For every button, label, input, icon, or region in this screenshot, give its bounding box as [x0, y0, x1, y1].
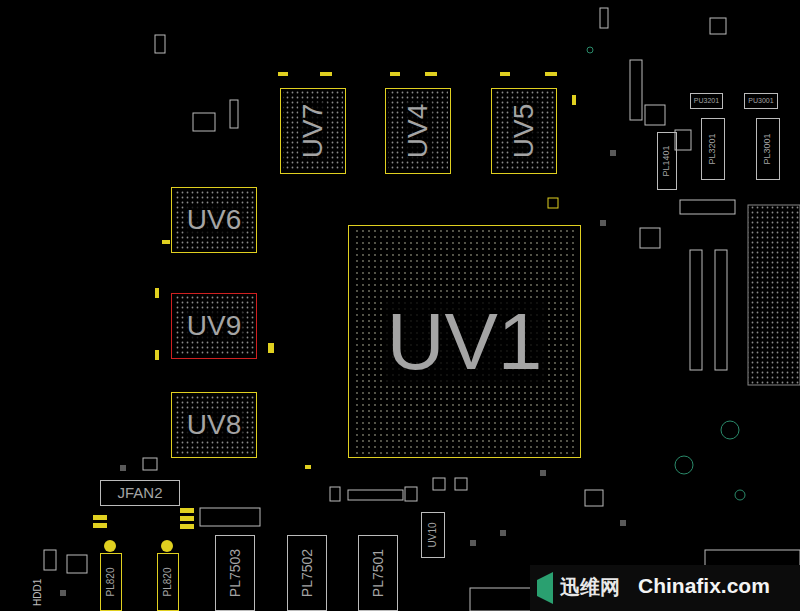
reference-designator: UV8	[185, 410, 243, 439]
reference-designator: UV5	[509, 102, 538, 160]
component-outline: UV7	[280, 88, 346, 174]
watermark: 迅维网	[560, 574, 620, 601]
reference-designator: PL7503	[228, 547, 243, 599]
part-label: HDD1	[32, 579, 43, 606]
reference-designator: PL3201	[708, 131, 717, 166]
reference-designator: UV9	[185, 311, 243, 340]
reference-designator: UV4	[403, 102, 432, 160]
watermark: Chinafix.com	[638, 574, 770, 598]
reference-designator: PL7502	[300, 547, 315, 599]
component-outline: UV8	[171, 392, 257, 458]
component-outline: PL820	[100, 553, 122, 611]
component-outline: UV4	[385, 88, 451, 174]
reference-designator: PL3001	[763, 131, 772, 166]
component-outline: PL3201	[701, 118, 725, 180]
reference-designator: UV1	[385, 300, 545, 384]
reference-designator: UV10	[428, 520, 439, 549]
component-outline: PL7501	[358, 535, 398, 611]
component-outline: PL3001	[756, 118, 780, 180]
component-outline: PU3201	[690, 93, 723, 109]
component-outline: PL1401	[657, 132, 677, 190]
reference-designator: PL820	[163, 566, 174, 599]
reference-designator: JFAN2	[115, 485, 164, 501]
reference-designator: PL820	[106, 566, 117, 599]
component-outline: UV5	[491, 88, 557, 174]
reference-designator: UV7	[298, 102, 327, 160]
reference-designator: PL1401	[662, 143, 671, 178]
reference-designator: PU3001	[746, 97, 775, 104]
component-outline: PL7502	[287, 535, 327, 611]
reference-designator: UV6	[185, 205, 243, 234]
reference-designator: PL7501	[371, 547, 386, 599]
component-outline: JFAN2	[100, 480, 180, 506]
component-outline: UV9	[171, 293, 257, 359]
component-outline: UV10	[421, 512, 445, 558]
component-outline: UV6	[171, 187, 257, 253]
component-outline: UV1	[348, 225, 581, 458]
reference-designator: PU3201	[692, 97, 721, 104]
component-outline: PL7503	[215, 535, 255, 611]
component-outline: PU3001	[744, 93, 778, 109]
component-outline: PL820	[157, 553, 179, 611]
